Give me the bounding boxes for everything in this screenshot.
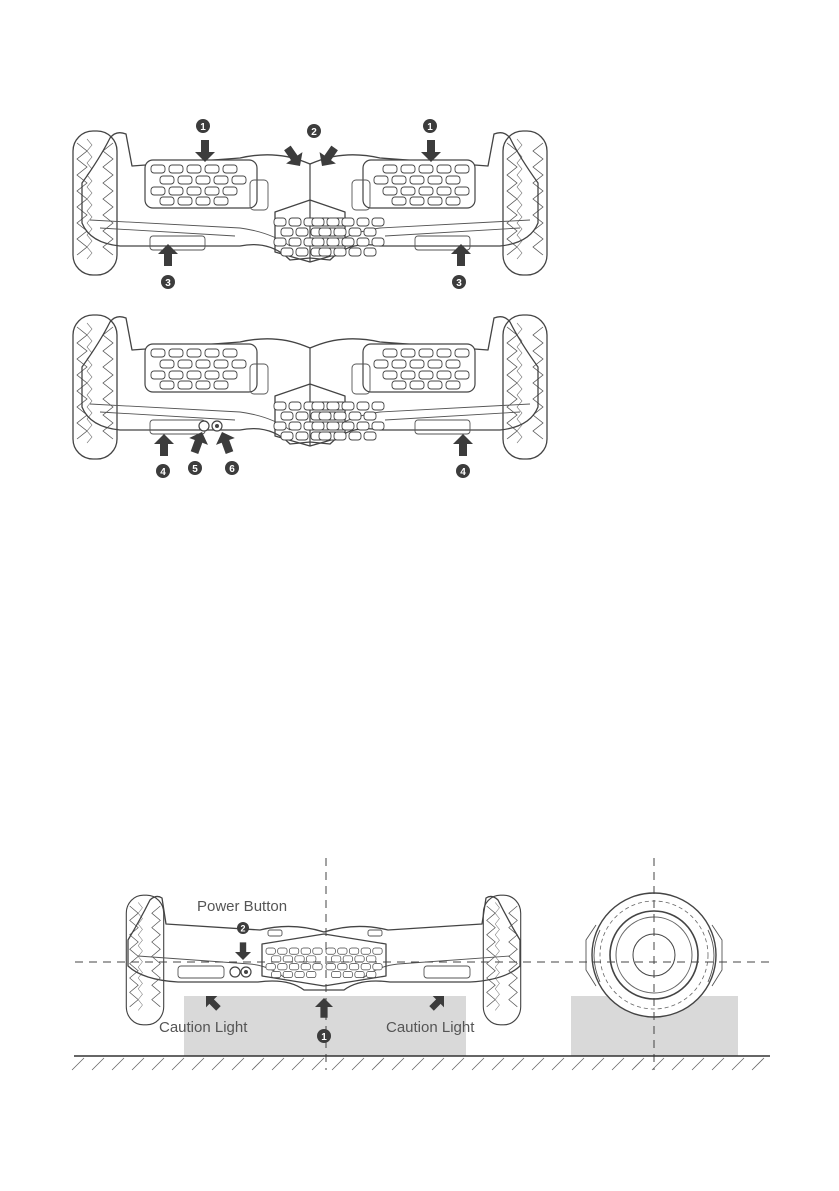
- ground: [72, 1056, 770, 1070]
- callout-6-number: 6: [229, 464, 235, 475]
- arrow-up-icon: [451, 244, 471, 266]
- arrow-up-icon: [154, 434, 174, 456]
- arrow-icon: [185, 429, 211, 457]
- arrow-icon: [213, 429, 239, 457]
- callout-3-right-number: 3: [456, 278, 462, 289]
- caution-light-left-label: Caution Light: [159, 1019, 248, 1036]
- callout-4-right-number: 4: [460, 467, 466, 478]
- arrow-down-icon: [235, 942, 251, 960]
- power-button-label: Power Button: [197, 898, 287, 915]
- hoverboard-top-view: [73, 131, 547, 275]
- arrow-down-icon: [195, 140, 215, 162]
- callout-1-right-number: 1: [427, 122, 433, 133]
- arrow-icon: [314, 142, 343, 171]
- callout-2-number: 2: [240, 924, 245, 934]
- arrow-icon: [279, 142, 308, 171]
- charging-port-icon: [199, 421, 209, 431]
- arrow-down-icon: [421, 140, 441, 162]
- arrow-up-icon: [453, 434, 473, 456]
- callout-3-left-number: 3: [165, 278, 171, 289]
- callout-1-number: 1: [321, 1032, 327, 1043]
- caution-light-right-label: Caution Light: [386, 1019, 475, 1036]
- callout-1-left-number: 1: [200, 122, 206, 133]
- callout-5-number: 5: [192, 464, 198, 475]
- callout-4-left-number: 4: [160, 467, 166, 478]
- callout-2-number: 2: [311, 127, 317, 138]
- hoverboard-side-view: [73, 315, 547, 459]
- arrow-up-icon: [158, 244, 178, 266]
- charging-port-icon: [230, 967, 240, 977]
